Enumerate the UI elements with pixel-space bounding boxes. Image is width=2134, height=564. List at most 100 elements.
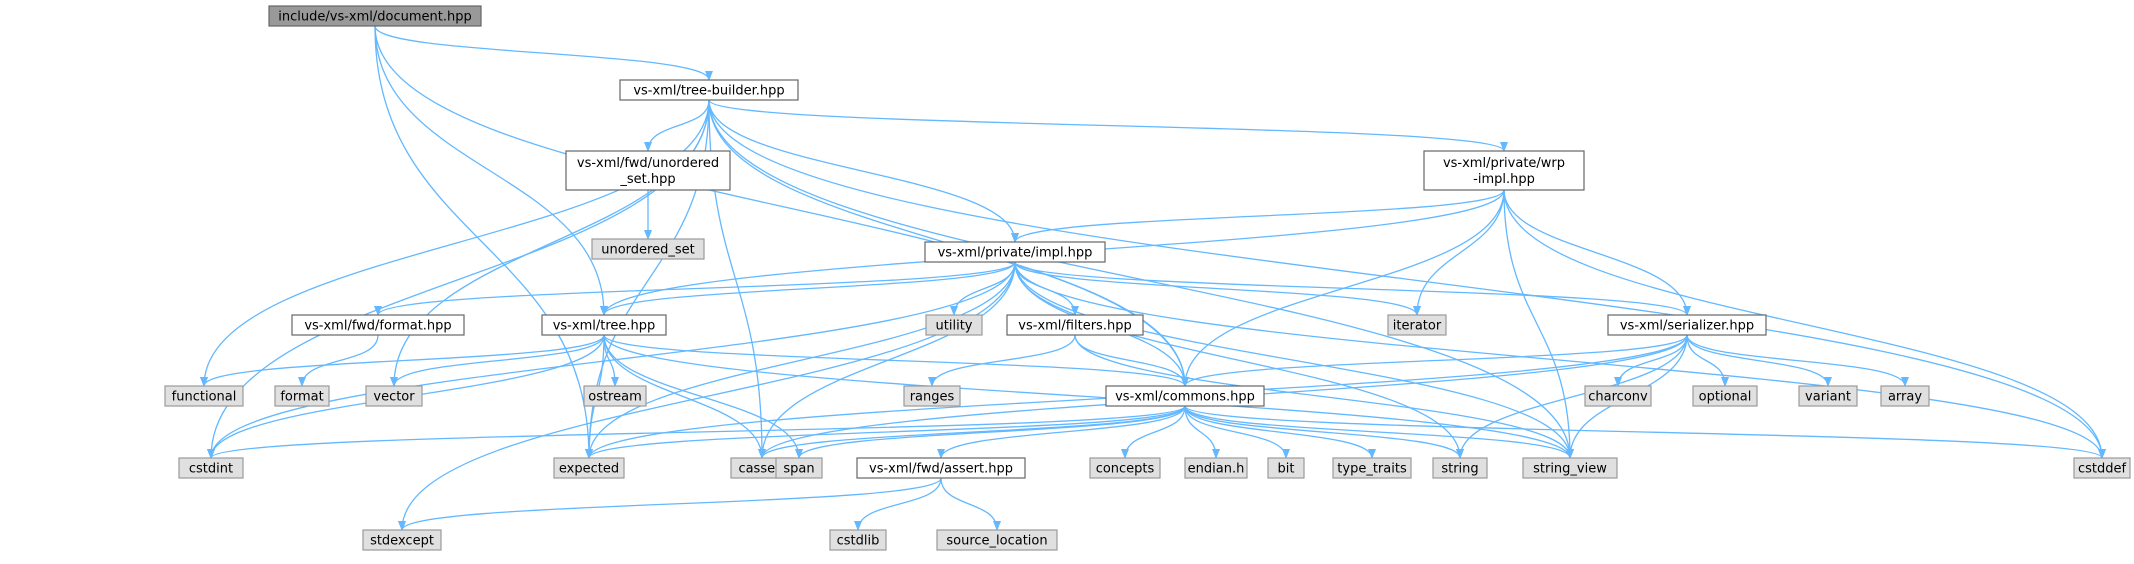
node-label: array: [1888, 390, 1922, 405]
edge-impl-to-fwd_format: [374, 261, 1016, 316]
node-ranges: ranges: [903, 385, 961, 407]
node-box: [1184, 457, 1248, 479]
node-label: vs-xml/private/wrp: [1443, 156, 1565, 171]
node-box: [178, 457, 244, 479]
node-ostream: ostream: [583, 385, 647, 407]
node-box: [541, 314, 667, 336]
edge-document-to-expected: [374, 25, 593, 459]
edge-tree-to-commons: [603, 334, 1189, 387]
node-tree[interactable]: vs-xml/tree.hpp: [541, 314, 667, 336]
node-serializer[interactable]: vs-xml/serializer.hpp: [1607, 314, 1767, 336]
edge-wrp_impl-to-string_view: [1503, 189, 1574, 459]
node-box: [1267, 457, 1305, 479]
node-label: cstddef: [2078, 462, 2127, 477]
node-commons[interactable]: vs-xml/commons.hpp: [1105, 385, 1265, 407]
edge-tree_builder-to-string_view: [708, 99, 1574, 459]
node-box: [1692, 385, 1758, 407]
node-box: [1522, 457, 1618, 479]
edge-tree_builder-to-impl: [708, 99, 1019, 243]
node-concepts: concepts: [1089, 457, 1161, 479]
edge-serializer-to-array: [1686, 334, 1909, 387]
node-label: vs-xml/tree.hpp: [553, 319, 656, 334]
node-box: [1006, 314, 1144, 336]
edge-fwd_format-to-format: [298, 334, 379, 387]
edge-commons-to-cstdint: [207, 405, 1186, 459]
node-unordered-set: unordered_set: [591, 238, 705, 260]
node-filters[interactable]: vs-xml/filters.hpp: [1006, 314, 1144, 336]
node-impl[interactable]: vs-xml/private/impl.hpp: [924, 241, 1106, 263]
edge-document-to-tree_builder: [374, 25, 713, 81]
node-box: [1423, 150, 1585, 191]
edge-impl-to-stdexcept: [398, 261, 1016, 531]
node-box: [591, 238, 705, 260]
edge-impl-to-cstdint: [207, 261, 1016, 459]
node-box: [1332, 457, 1412, 479]
node-box: [1880, 385, 1930, 407]
node-endian: endian.h: [1184, 457, 1248, 479]
node-fwd-unordered[interactable]: vs-xml/fwd/unordered_set.hpp: [565, 150, 731, 191]
edge-tree_builder-to-fwd_unordered: [644, 99, 710, 152]
node-box: [1105, 385, 1265, 407]
node-fwd-assert[interactable]: vs-xml/fwd/assert.hpp: [856, 457, 1026, 479]
node-bit: bit: [1267, 457, 1305, 479]
edge-commons-to-endian: [1184, 405, 1220, 459]
node-label: stdexcept: [370, 534, 434, 549]
edge-fwd_assert-to-source_location: [940, 477, 1001, 531]
node-label: ranges: [910, 390, 955, 405]
node-tree-builder[interactable]: vs-xml/tree-builder.hpp: [619, 79, 799, 101]
edge-document-to-tree: [374, 25, 608, 316]
node-array: array: [1880, 385, 1930, 407]
node-optional: optional: [1692, 385, 1758, 407]
node-label: vs-xml/fwd/unordered: [577, 156, 719, 171]
node-type-traits: type_traits: [1332, 457, 1412, 479]
edge-commons-to-cassert: [758, 405, 1186, 459]
node-box: [1584, 385, 1652, 407]
node-label: unordered_set: [601, 243, 694, 258]
node-label: concepts: [1096, 462, 1155, 477]
edge-impl-to-expected: [585, 261, 1016, 459]
node-label: expected: [559, 462, 619, 477]
node-label: span: [783, 462, 814, 477]
node-label: cstdlib: [837, 534, 880, 549]
node-label: vs-xml/commons.hpp: [1115, 390, 1255, 405]
node-label: vs-xml/serializer.hpp: [1620, 319, 1754, 334]
node-label: variant: [1805, 390, 1851, 405]
node-wrp-impl[interactable]: vs-xml/private/wrp-impl.hpp: [1423, 150, 1585, 191]
edge-serializer-to-commons: [1181, 334, 1688, 387]
node-string: string: [1432, 457, 1488, 479]
node-fwd-format[interactable]: vs-xml/fwd/format.hpp: [291, 314, 465, 336]
node-document[interactable]: include/vs-xml/document.hpp: [268, 5, 482, 27]
edge-serializer-to-string: [1456, 334, 1688, 459]
edge-serializer-to-optional: [1686, 334, 1729, 387]
node-box: [362, 529, 442, 551]
edge-impl-to-tree: [600, 261, 1016, 316]
node-label: vs-xml/private/impl.hpp: [938, 246, 1093, 261]
node-string-view: string_view: [1522, 457, 1618, 479]
node-label: format: [280, 390, 323, 405]
edge-commons-to-bit: [1184, 405, 1290, 459]
node-box: [775, 457, 823, 479]
node-label: bit: [1278, 462, 1295, 477]
node-label: optional: [1699, 390, 1752, 405]
edge-wrp_impl-to-impl: [1011, 189, 1505, 243]
node-box: [856, 457, 1026, 479]
edge-commons-to-concepts: [1121, 405, 1186, 459]
node-box: [1089, 457, 1161, 479]
node-label: charconv: [1588, 390, 1648, 405]
node-vector: vector: [365, 385, 423, 407]
node-label: cstdint: [189, 462, 233, 477]
node-box: [925, 314, 983, 336]
edge-commons-to-expected: [585, 405, 1186, 459]
node-label: vs-xml/fwd/assert.hpp: [869, 462, 1013, 477]
edge-commons-to-cstddef: [1184, 405, 2106, 459]
edge-tree_builder-to-wrp_impl: [708, 99, 1508, 152]
edge-wrp_impl-to-iterator: [1413, 189, 1505, 316]
node-box: [1432, 457, 1488, 479]
node-box: [903, 385, 961, 407]
node-box: [583, 385, 647, 407]
edge-tree-to-span: [603, 334, 803, 459]
node-expected: expected: [553, 457, 625, 479]
edge-serializer-to-variant: [1686, 334, 1832, 387]
node-utility: utility: [925, 314, 983, 336]
